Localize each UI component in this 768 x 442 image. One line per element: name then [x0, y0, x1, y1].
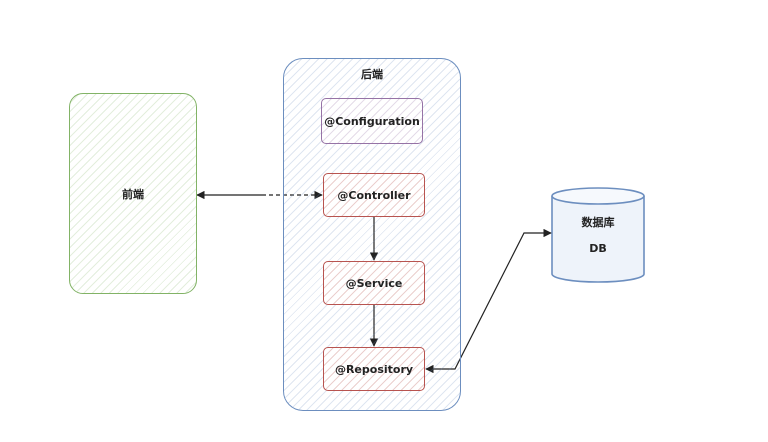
repository-label: @Repository [334, 362, 414, 376]
service-box: @Service [323, 261, 425, 305]
controller-box: @Controller [323, 173, 425, 217]
repository-database-connector [425, 228, 552, 374]
database-cylinder [551, 187, 645, 283]
backend-label: 后端 [361, 68, 383, 81]
service-label: @Service [345, 276, 403, 290]
controller-label: @Controller [337, 188, 411, 202]
frontend-box: 前端 [69, 93, 197, 294]
configuration-label: @Configuration [324, 114, 420, 128]
repository-box: @Repository [323, 347, 425, 391]
database-label: 数据库 [581, 216, 615, 229]
frontend-label: 前端 [122, 187, 144, 201]
configuration-box: @Configuration [321, 98, 423, 144]
database-sublabel: DB [589, 242, 607, 255]
